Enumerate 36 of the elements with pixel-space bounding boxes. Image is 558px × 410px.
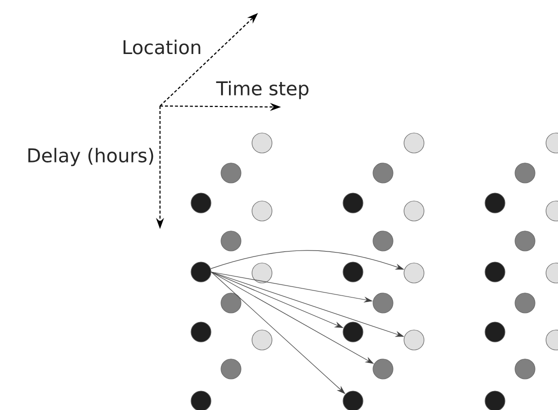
dot bbox=[342, 322, 364, 342]
dot bbox=[252, 330, 272, 350]
dot bbox=[514, 230, 536, 252]
dot bbox=[514, 292, 536, 314]
dot bbox=[220, 230, 242, 252]
dot bbox=[252, 200, 272, 222]
dot bbox=[220, 292, 242, 314]
dot bbox=[220, 358, 242, 380]
dot bbox=[372, 230, 394, 252]
dot bbox=[342, 262, 364, 282]
dot bbox=[372, 292, 394, 314]
dot bbox=[252, 132, 272, 154]
dot bbox=[190, 322, 212, 342]
dot bbox=[514, 162, 536, 184]
axis-label: Location bbox=[124, 40, 200, 54]
dot bbox=[546, 262, 558, 284]
dot bbox=[546, 132, 558, 154]
dot bbox=[484, 192, 506, 214]
dot bbox=[220, 162, 242, 184]
dot bbox=[404, 132, 424, 154]
dot bbox=[372, 358, 394, 380]
dot bbox=[484, 262, 506, 282]
dot bbox=[404, 200, 424, 222]
dot bbox=[190, 262, 212, 282]
axis-label: Delay (hours) bbox=[28, 148, 154, 166]
axis-label: Time step bbox=[216, 80, 308, 100]
dot bbox=[190, 192, 212, 214]
dot bbox=[484, 322, 506, 342]
dot bbox=[404, 330, 424, 350]
dot bbox=[342, 192, 364, 214]
dot bbox=[252, 262, 272, 284]
dot bbox=[372, 162, 394, 184]
dot bbox=[546, 330, 558, 350]
dot bbox=[514, 358, 536, 380]
dot bbox=[404, 262, 424, 284]
dot bbox=[546, 200, 558, 222]
